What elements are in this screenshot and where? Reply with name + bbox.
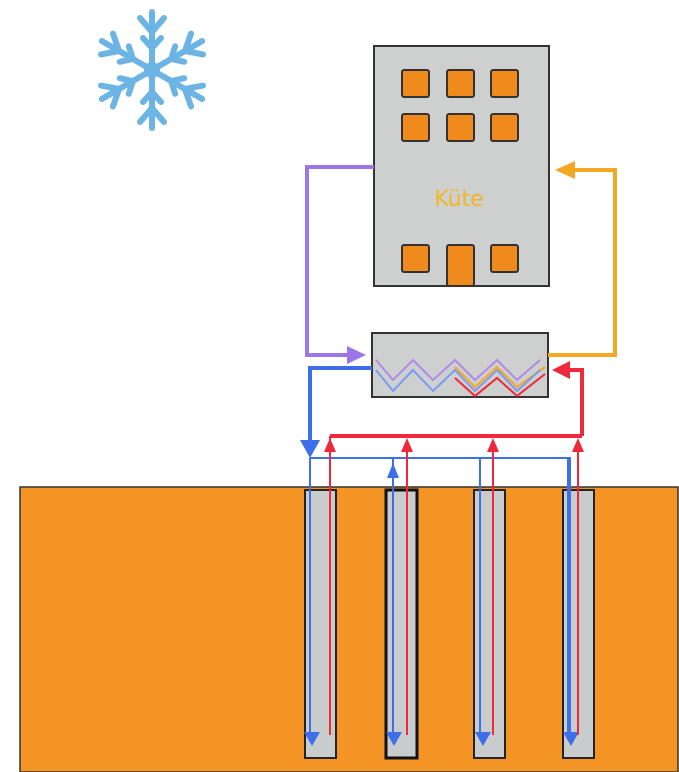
down-arrow-icon: [386, 732, 402, 746]
down-arrow-icon: [475, 732, 491, 746]
warm-left-arrow-icon: [552, 361, 570, 379]
supply-arrow-icon: [555, 161, 575, 179]
return-pipe: [305, 165, 374, 357]
up-arrow-icon: [324, 438, 336, 452]
window: [490, 113, 519, 142]
exchanger-coil-orange: [454, 365, 546, 389]
cold-bottom-arrows: [304, 732, 579, 746]
building-label: Küte: [434, 187, 483, 212]
down-arrow-icon: [304, 732, 320, 746]
window: [401, 113, 430, 142]
window: [446, 69, 475, 98]
exchanger-coil-lower: [375, 368, 541, 393]
building-windows: [401, 69, 519, 287]
blue-up-arrow-icon: [387, 463, 399, 478]
heat-exchanger: [371, 332, 549, 398]
exchanger-coil-upper: [375, 358, 541, 382]
exchanger-coil-red: [454, 373, 546, 398]
warm-up-arrows: [324, 438, 584, 452]
window: [401, 244, 430, 273]
cold-manifold: [308, 366, 372, 445]
borehole: [384, 488, 419, 760]
down-arrow-icon: [563, 732, 579, 746]
window: [490, 244, 519, 273]
up-arrow-icon: [572, 438, 584, 452]
window: [490, 69, 519, 98]
borehole: [473, 489, 506, 759]
up-arrow-icon: [401, 438, 413, 452]
up-arrow-icon: [487, 438, 499, 452]
cold-distribution: [309, 457, 571, 740]
window: [446, 113, 475, 142]
cold-down-arrow-icon: [300, 440, 320, 458]
building: Küte: [373, 45, 550, 287]
door: [446, 244, 475, 287]
return-arrow-icon: [347, 346, 366, 364]
supply-pipe: [548, 168, 617, 357]
warm-risers: [329, 436, 579, 735]
snowflake-icon: [96, 9, 208, 128]
warm-manifold: [330, 368, 584, 438]
window: [401, 69, 430, 98]
